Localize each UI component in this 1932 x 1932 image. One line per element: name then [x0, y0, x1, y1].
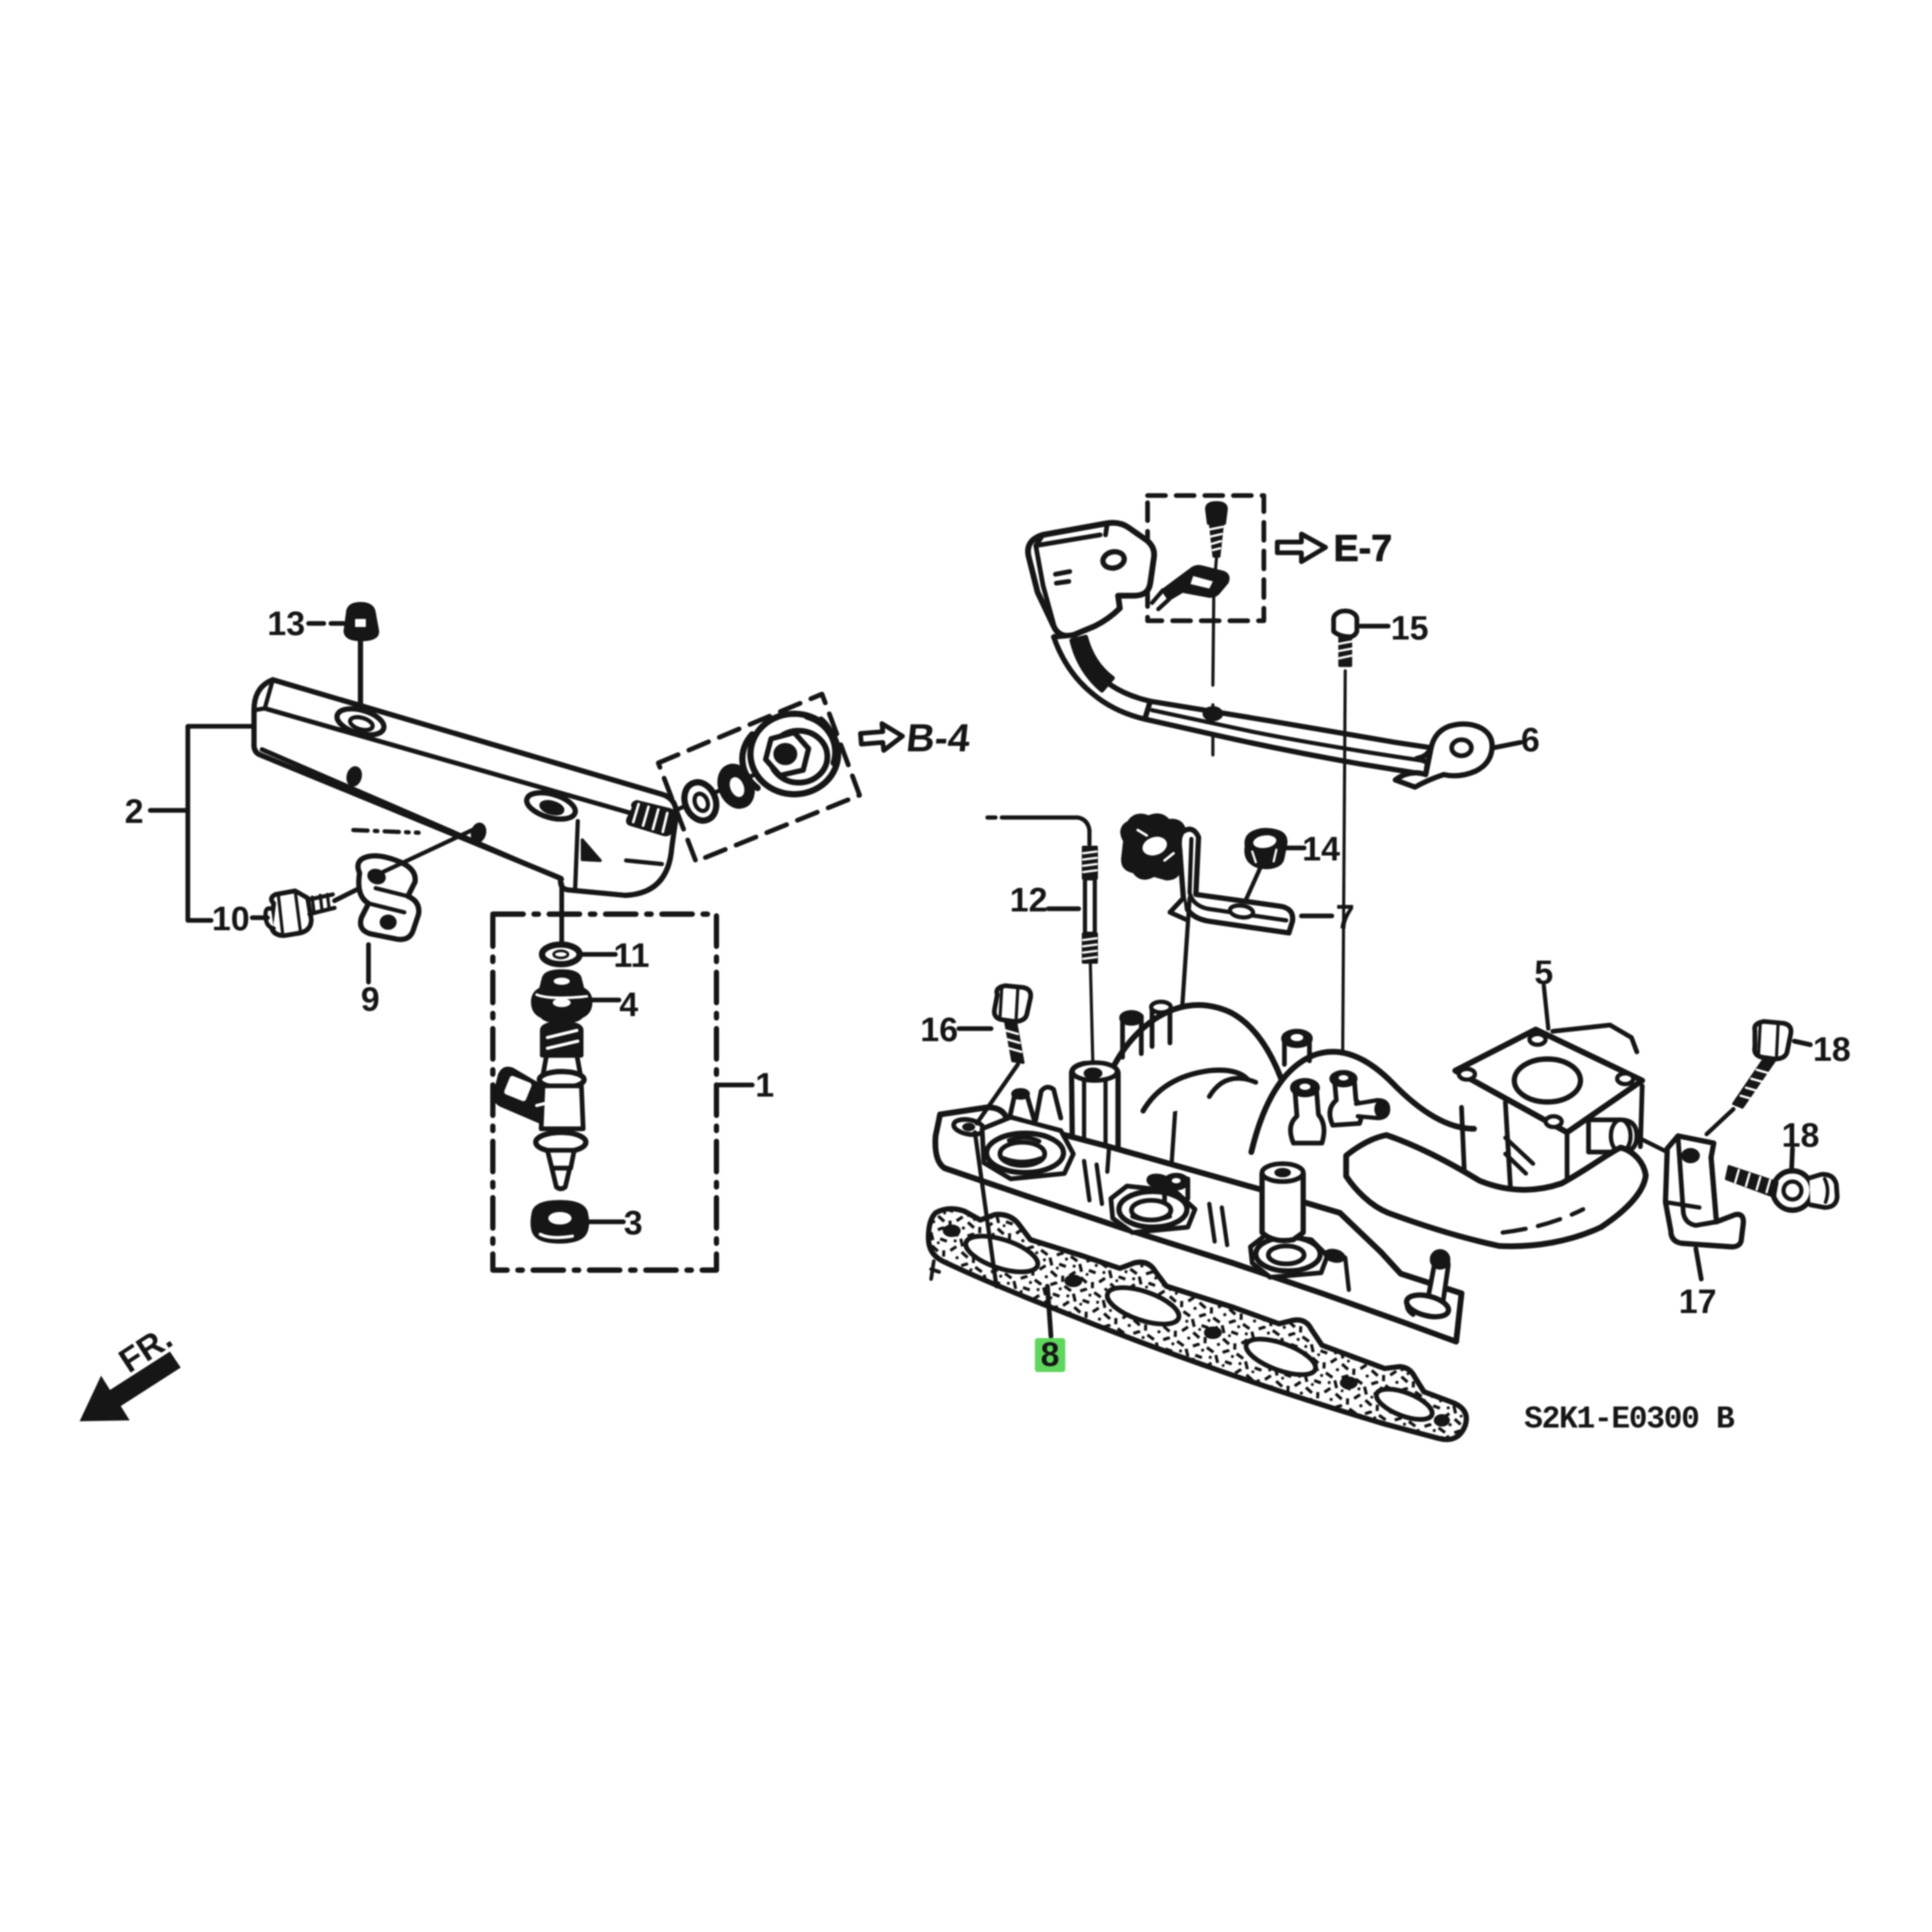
svg-text:18: 18	[1813, 1031, 1851, 1069]
svg-text:17: 17	[1679, 1284, 1716, 1321]
svg-text:8: 8	[1040, 1336, 1059, 1374]
svg-text:13: 13	[267, 606, 305, 643]
svg-text:B-4: B-4	[904, 716, 972, 760]
svg-text:11: 11	[614, 937, 649, 975]
svg-text:4: 4	[619, 987, 638, 1024]
svg-text:15: 15	[1391, 610, 1428, 648]
svg-text:7: 7	[1335, 899, 1354, 936]
svg-text:16: 16	[920, 1012, 958, 1049]
svg-text:3: 3	[623, 1205, 642, 1242]
svg-text:18: 18	[1782, 1117, 1819, 1155]
svg-text:S2K1-E0300 B: S2K1-E0300 B	[1524, 1402, 1735, 1437]
svg-text:12: 12	[1010, 882, 1047, 919]
svg-text:1: 1	[755, 1067, 774, 1105]
svg-text:2: 2	[124, 793, 143, 831]
svg-text:10: 10	[212, 901, 250, 938]
svg-text:9: 9	[360, 981, 379, 1019]
svg-text:6: 6	[1521, 722, 1539, 759]
svg-text:E-7: E-7	[1334, 527, 1392, 569]
svg-text:14: 14	[1302, 831, 1340, 869]
svg-text:5: 5	[1534, 954, 1553, 992]
